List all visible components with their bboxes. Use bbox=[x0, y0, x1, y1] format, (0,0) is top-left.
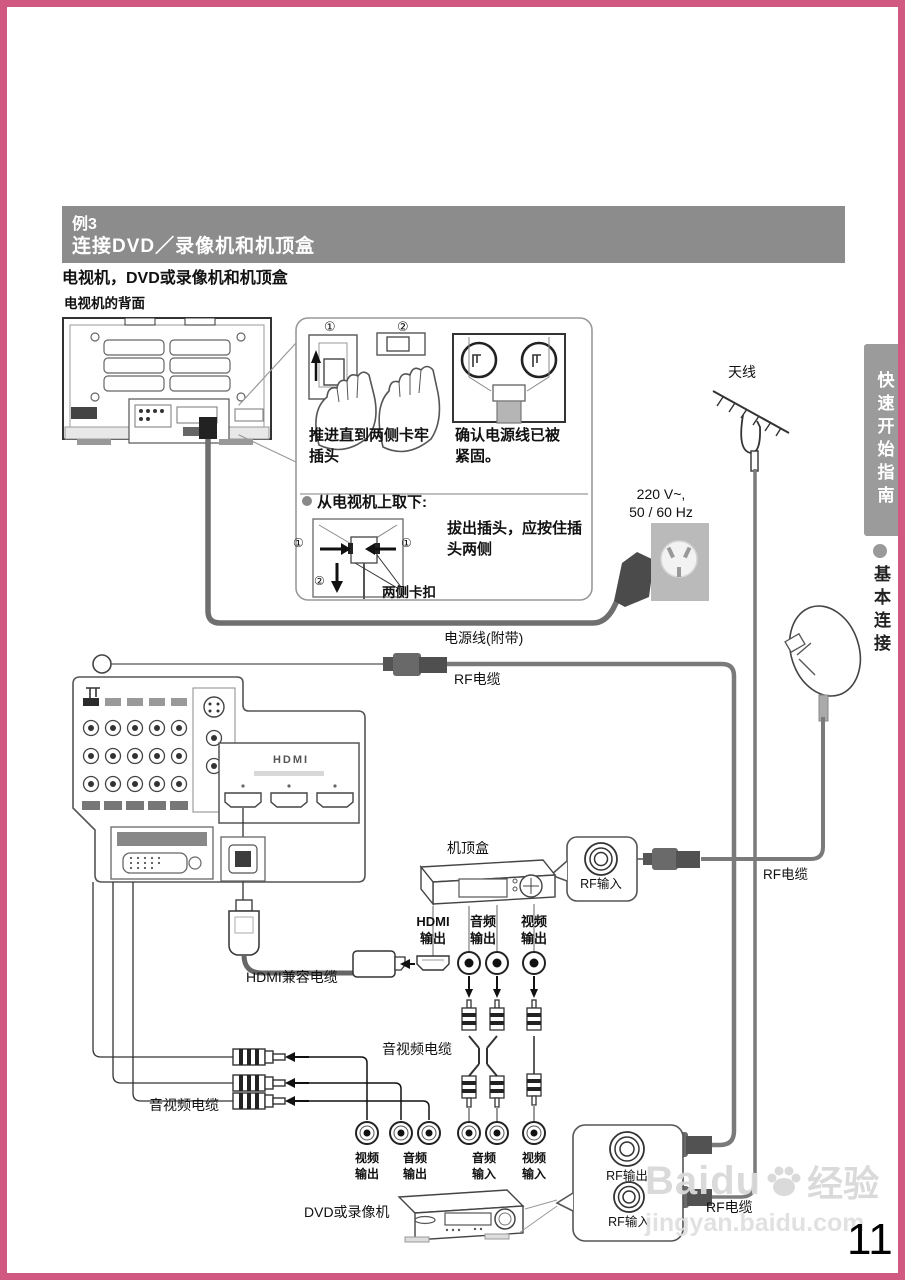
circled2: ② bbox=[314, 574, 325, 588]
dvd-rf-bubble bbox=[555, 1124, 684, 1242]
dvd-rf-out-label: RF输出 bbox=[606, 1169, 648, 1183]
antenna-label: 天线 bbox=[728, 364, 756, 380]
step1-number: ① bbox=[324, 319, 336, 334]
dvd-video-in-label: 视频 输入 bbox=[521, 1151, 546, 1181]
stb-video-out-label: 视频 输出 bbox=[520, 914, 547, 947]
dvd-video-out-label: 视频 输出 bbox=[354, 1151, 379, 1181]
page-number: 11 bbox=[847, 1215, 893, 1264]
section-title-bar: 例3 连接DVD／录像机和机顶盒 bbox=[62, 206, 845, 263]
step2-number: ② bbox=[397, 319, 409, 334]
tv-back-label: 电视机的背面 bbox=[64, 296, 145, 311]
hdmi-cable-illustration bbox=[228, 899, 415, 978]
latch-label: 两侧卡扣 bbox=[382, 585, 436, 600]
diagram-artwork bbox=[62, 317, 862, 1243]
stb-illustration bbox=[419, 859, 557, 906]
power-spec: 220 V~, 50 / 60 Hz bbox=[629, 486, 693, 521]
stb-label: 机顶盒 bbox=[447, 840, 489, 856]
rf-cable-label-tv: RF电缆 bbox=[454, 671, 501, 687]
rf-cable-label-dish: RF电缆 bbox=[763, 867, 808, 882]
stb-audio-out-label: 音频 输出 bbox=[469, 914, 496, 947]
remove-title: 从电视机上取下: bbox=[317, 494, 427, 511]
rf-cable-label-bottom: RF电缆 bbox=[706, 1199, 753, 1215]
section-bullet-icon bbox=[873, 544, 887, 558]
tv-terminal-panel bbox=[72, 654, 385, 1102]
circled1-right: ① bbox=[401, 536, 412, 550]
sidebar-section-label: 基本连接 bbox=[871, 565, 890, 657]
example-number: 例3 bbox=[72, 216, 97, 233]
stb-hdmi-out-label: HDMI 输出 bbox=[416, 914, 450, 947]
instruction-box-illustration bbox=[295, 317, 593, 601]
watermark-url: jingyan.baidu.com bbox=[645, 1209, 865, 1237]
satellite-dish-illustration bbox=[784, 605, 862, 722]
dvd-illustration bbox=[397, 1189, 558, 1243]
watermark: Baidu 经验 jingyan.baidu.com bbox=[645, 1155, 898, 1238]
left-av-plugs bbox=[232, 1048, 430, 1120]
subtitle: 电视机，DVD或录像机和机顶盒 bbox=[62, 270, 288, 287]
av-cable-label-mid: 音视频电缆 bbox=[382, 1041, 452, 1057]
confirm-caption: 确认电源线已被 紧固。 bbox=[455, 427, 561, 465]
watermark-brand: Baidu bbox=[645, 1158, 762, 1203]
dvd-jack-row bbox=[355, 1121, 546, 1145]
dvd-label: DVD或录像机 bbox=[304, 1204, 390, 1220]
power-cord-label: 电源线(附带) bbox=[444, 630, 524, 646]
push-caption: 推进直到两侧卡牢 插头 bbox=[309, 427, 430, 465]
sidebar-tab-quick-start: 快速开始指南 bbox=[864, 344, 898, 536]
section-title: 连接DVD／录像机和机顶盒 bbox=[72, 236, 316, 257]
watermark-suffix: 经验 bbox=[807, 1163, 880, 1204]
sidebar-tab-label: 快速开始指南 bbox=[874, 371, 894, 509]
antenna-illustration bbox=[712, 390, 790, 472]
dvd-rf-in-label: RF输入 bbox=[608, 1215, 650, 1229]
tv-back-illustration bbox=[62, 317, 297, 463]
dvd-audio-out-label: 音频 输出 bbox=[402, 1151, 427, 1181]
circled1-left: ① bbox=[293, 536, 304, 550]
panel-hdmi-logo: HDMI bbox=[272, 754, 310, 766]
paw-icon bbox=[767, 1166, 801, 1196]
stb-output-column bbox=[416, 904, 546, 1123]
hdmi-cable-label: HDMI兼容电缆 bbox=[246, 969, 338, 985]
power-cord-illustration bbox=[205, 439, 709, 626]
stb-rf-in-label: RF输入 bbox=[580, 877, 622, 891]
av-cable-label-left: 音视频电缆 bbox=[149, 1097, 219, 1113]
remove-caption: 拔出插头，应按住插 头两侧 bbox=[447, 520, 583, 558]
dvd-audio-in-label: 音频 输入 bbox=[471, 1151, 496, 1181]
